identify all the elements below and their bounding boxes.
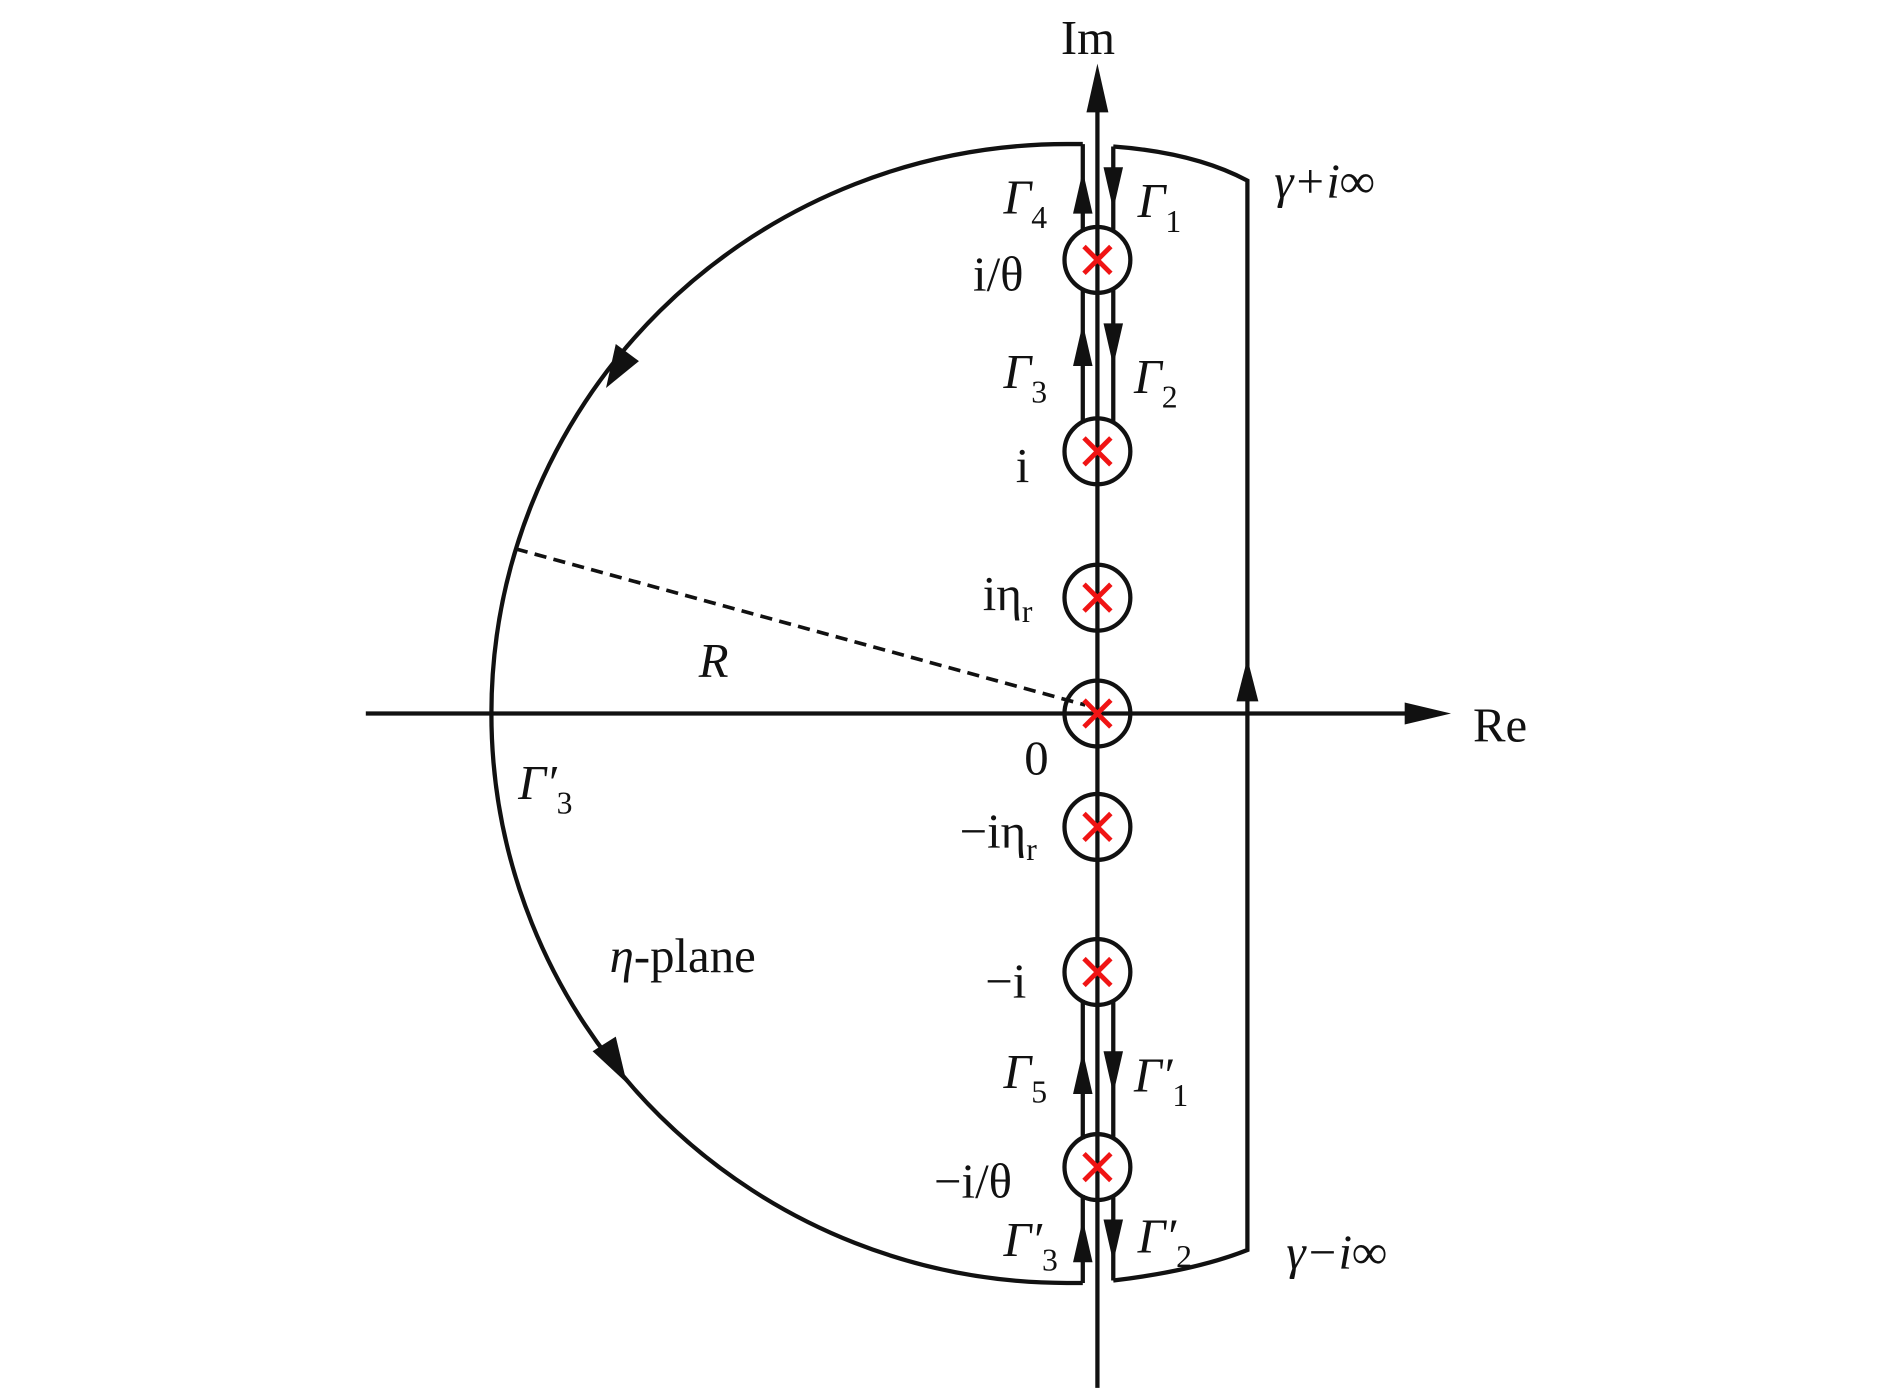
pole-label-i: i: [1016, 439, 1030, 493]
pole-label-i-over-theta: i/θ: [973, 247, 1023, 301]
bromwich-line: [1113, 144, 1250, 1283]
path-subscript: 1: [1165, 204, 1181, 239]
contour-top-label: γ+i∞: [1274, 155, 1374, 209]
plane-text: -plane: [634, 929, 756, 983]
path-symbol: Γ′: [1137, 1209, 1178, 1263]
path-subscript: 2: [1162, 379, 1178, 414]
gamma-2-prime-arrow-icon: [1103, 1219, 1124, 1263]
path-symbol: Γ′: [1133, 1049, 1174, 1103]
gamma-1-arrow-icon: [1103, 167, 1124, 210]
pole-label-i-eta-r: iηr: [983, 567, 1033, 629]
pole-minus-i-over-theta: [1062, 1132, 1133, 1203]
imaginary-axis-arrow-icon: [1086, 63, 1109, 113]
path-label-gamma-3: Γ3: [1003, 345, 1048, 410]
path-subscript: 2: [1176, 1239, 1192, 1274]
pole-cross-icon: [1082, 698, 1113, 729]
pole-label-sub: r: [1026, 832, 1037, 867]
bromwich-arrow-icon: [1236, 658, 1259, 702]
contour-bottom-label: γ−i∞: [1286, 1225, 1386, 1279]
path-symbol: Γ: [1003, 345, 1034, 399]
poles: [1062, 224, 1133, 1203]
imaginary-axis-label: Im: [1061, 11, 1115, 65]
gamma-1-prime-arrow-icon: [1103, 1051, 1124, 1094]
path-subscript: 5: [1031, 1074, 1047, 1109]
path-label-gamma-4: Γ4: [1003, 171, 1048, 236]
path-label-gamma-3-prime: Γ′3: [1003, 1213, 1058, 1278]
path-label-gamma-3-prime-arc: Γ′3: [517, 756, 572, 821]
pole-circle: [1062, 562, 1133, 633]
pole-label-minus-i-eta-r: −iηr: [960, 805, 1038, 867]
path-symbol: Γ: [1003, 1045, 1034, 1099]
pole-minus-i: [1062, 936, 1133, 1008]
pole-zero: [1062, 678, 1133, 749]
keyhole-arrows: [1073, 167, 1124, 1263]
gamma-3-prime-arrow-icon: [1073, 1219, 1093, 1263]
real-axis-arrow-icon: [1404, 702, 1452, 725]
arc-arrow-top-icon: [606, 344, 639, 388]
radius-label: R: [698, 634, 729, 688]
pole-i-over-theta: [1062, 224, 1133, 295]
pole-label-minus-i: −i: [985, 955, 1026, 1009]
real-axis-label: Re: [1473, 699, 1527, 753]
path-subscript: 3: [557, 785, 573, 820]
path-symbol: Γ: [1133, 350, 1164, 404]
gamma-4-arrow-icon: [1073, 170, 1093, 214]
path-symbol: Γ′: [517, 756, 558, 810]
arc-arrow-bottom-icon: [592, 1036, 627, 1083]
path-label-gamma-1-prime: Γ′1: [1133, 1049, 1188, 1114]
path-symbol: Γ: [1003, 171, 1034, 225]
pole-circle: [1062, 791, 1133, 862]
pole-label-text: iη: [983, 567, 1022, 621]
path-label-gamma-1: Γ1: [1137, 174, 1182, 239]
pole-label-sub: r: [1022, 594, 1033, 629]
gamma-2-arrow-icon: [1103, 323, 1124, 366]
pole-cross-icon: [1082, 956, 1113, 988]
gamma-3-arrow-icon: [1073, 323, 1093, 366]
path-symbol: Γ′: [1003, 1213, 1044, 1267]
pole-i-eta-r: [1062, 562, 1133, 633]
path-subscript: 3: [1042, 1243, 1058, 1278]
path-subscript: 1: [1172, 1078, 1188, 1113]
large-arc-contour: [489, 141, 1083, 1286]
path-label-gamma-2: Γ2: [1133, 350, 1178, 415]
radius-line: [515, 547, 1086, 707]
plane-symbol: η: [610, 929, 634, 983]
pole-label-minus-i-over-theta: −i/θ: [934, 1155, 1012, 1209]
pole-cross-icon: [1082, 1151, 1113, 1183]
pole-circle: [1062, 1132, 1133, 1203]
pole-i: [1062, 416, 1133, 487]
pole-circle: [1062, 936, 1133, 1008]
path-symbol: Γ: [1137, 174, 1168, 228]
pole-minus-i-eta-r: [1062, 791, 1133, 862]
pole-circle: [1062, 678, 1133, 749]
path-label-gamma-5: Γ5: [1003, 1045, 1048, 1110]
gamma-5-arrow-icon: [1073, 1051, 1093, 1094]
origin-label: 0: [1024, 731, 1048, 785]
pole-cross-icon: [1082, 244, 1113, 276]
plane-label: η-plane: [610, 929, 756, 983]
pole-cross-icon: [1082, 436, 1113, 467]
pole-cross-icon: [1082, 582, 1113, 613]
pole-label-text: −iη: [960, 805, 1027, 859]
path-label-gamma-2-prime: Γ′2: [1137, 1209, 1192, 1274]
path-subscript: 3: [1031, 375, 1047, 410]
pole-circle: [1062, 416, 1133, 487]
pole-circle: [1062, 224, 1133, 295]
path-subscript: 4: [1031, 200, 1047, 235]
pole-cross-icon: [1082, 811, 1113, 843]
